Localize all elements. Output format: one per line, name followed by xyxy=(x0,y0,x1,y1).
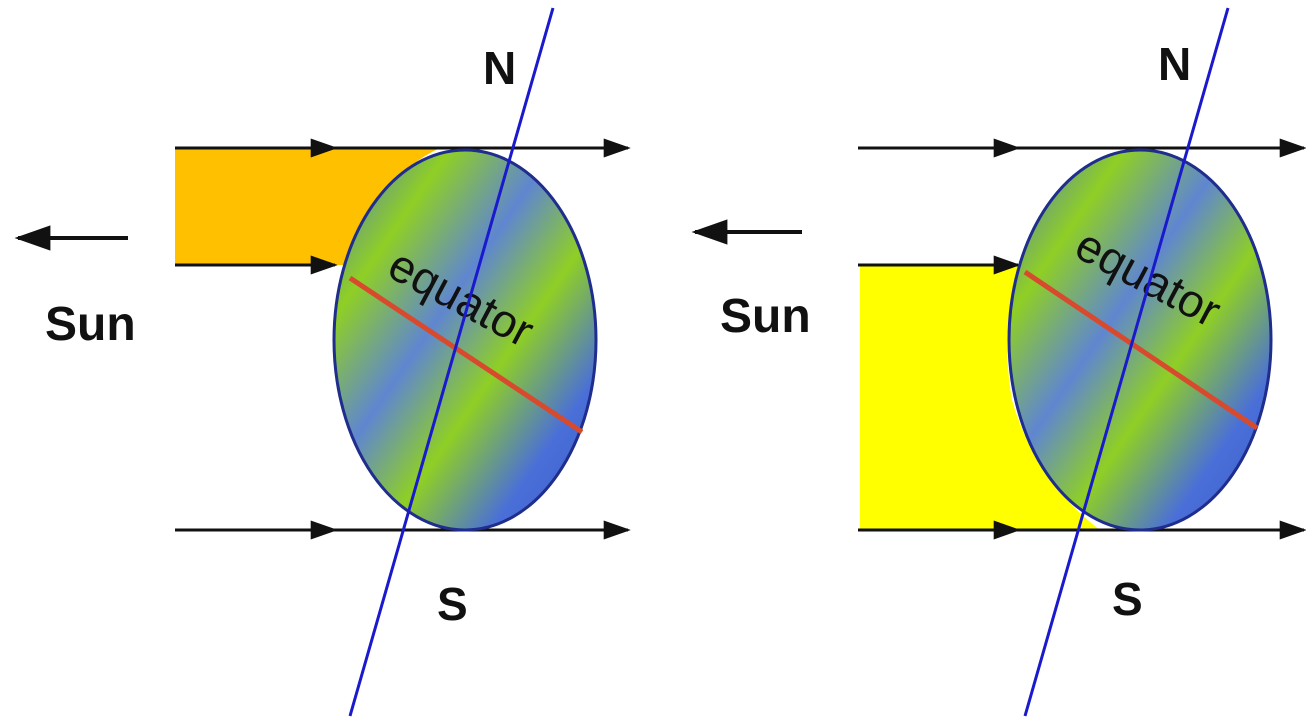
north-label-left: N xyxy=(483,42,516,94)
earth-globe-right xyxy=(1007,148,1273,532)
earth-axis-left xyxy=(348,7,555,717)
south-label-left: S xyxy=(437,578,468,630)
sun-label-right: Sun xyxy=(720,290,811,343)
panel-left: equator N S Sun xyxy=(14,7,631,717)
earth-globe-left xyxy=(332,148,598,532)
north-label-right: N xyxy=(1158,38,1191,90)
earth-axis-right xyxy=(1023,7,1230,717)
sunlight-band-right xyxy=(860,265,1100,530)
sunlight-band-left xyxy=(175,148,440,265)
sun-label-left: Sun xyxy=(45,298,136,351)
panel-right: equator N S Sun xyxy=(691,7,1306,717)
south-label-right: S xyxy=(1112,573,1143,625)
equator-line-right xyxy=(1023,269,1259,431)
equator-line-left xyxy=(348,275,584,435)
